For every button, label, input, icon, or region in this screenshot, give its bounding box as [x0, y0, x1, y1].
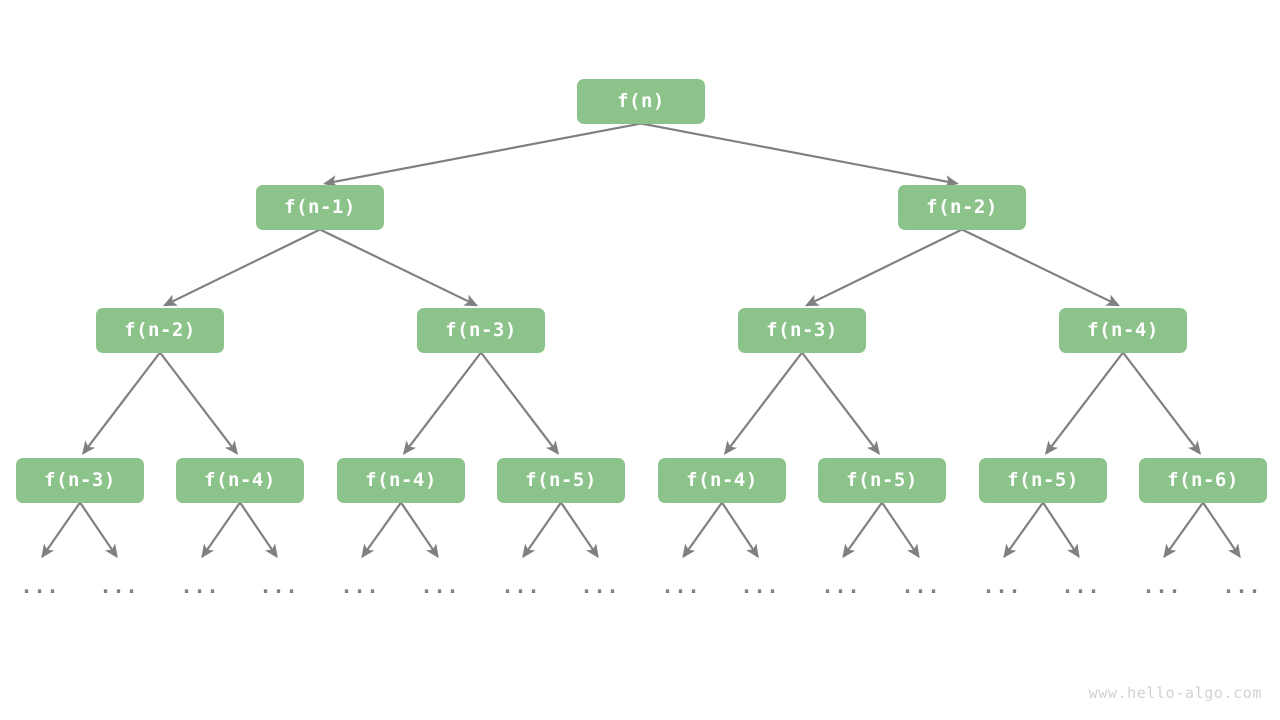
edge-arrow: [361, 501, 402, 559]
tree-node: f(n-4): [337, 457, 465, 503]
edge-arrow: [961, 228, 1121, 307]
ellipsis-marker: ...: [340, 574, 380, 598]
edge-arrow: [842, 501, 883, 559]
ellipsis-marker: ...: [501, 574, 541, 598]
ellipsis-marker: ...: [580, 574, 620, 598]
edge-arrow: [1202, 501, 1241, 559]
ellipsis-marker: ...: [259, 574, 299, 598]
ellipsis-marker: ...: [661, 574, 701, 598]
edge-arrow: [319, 228, 479, 307]
ellipsis-marker: ...: [180, 574, 220, 598]
edge-arrow: [323, 122, 642, 188]
tree-node: f(n-5): [818, 457, 946, 503]
watermark: www.hello-algo.com: [1088, 684, 1262, 702]
ellipsis-marker: ...: [1222, 574, 1262, 598]
edge-arrow: [41, 501, 81, 559]
edge-arrow: [1042, 501, 1080, 559]
edge-arrow: [162, 228, 321, 307]
edge-arrow: [522, 501, 562, 559]
edge-arrow: [881, 501, 920, 559]
edge-arrow: [1003, 501, 1044, 559]
tree-node: f(n): [577, 78, 705, 124]
edge-arrow: [804, 228, 963, 307]
edge-arrow: [402, 351, 482, 455]
ellipsis-marker: ...: [20, 574, 60, 598]
tree-node: f(n-6): [1139, 457, 1267, 503]
tree-node: f(n-4): [1059, 307, 1187, 353]
edge-arrow: [201, 501, 241, 559]
edge-arrow: [239, 501, 278, 559]
edge-arrow: [400, 501, 439, 559]
tree-node: f(n-5): [497, 457, 625, 503]
tree-node: f(n-3): [16, 457, 144, 503]
tree-node: f(n-3): [417, 307, 545, 353]
ellipsis-marker: ...: [420, 574, 460, 598]
ellipsis-marker: ...: [901, 574, 941, 598]
tree-node: f(n-1): [256, 184, 384, 230]
edge-arrow: [1122, 351, 1202, 455]
edge-arrow: [81, 351, 161, 455]
edge-arrow: [79, 501, 118, 559]
ellipsis-marker: ...: [1061, 574, 1101, 598]
edge-arrow: [640, 122, 959, 188]
tree-node: f(n-2): [96, 307, 224, 353]
edge-arrow: [560, 501, 599, 559]
edge-arrow: [723, 351, 803, 455]
ellipsis-marker: ...: [740, 574, 780, 598]
tree-node: f(n-4): [176, 457, 304, 503]
tree-node: f(n-4): [658, 457, 786, 503]
edge-arrow: [480, 351, 560, 455]
tree-node: f(n-2): [898, 184, 1026, 230]
tree-node: f(n-5): [979, 457, 1107, 503]
edge-arrow: [1044, 351, 1124, 455]
tree-edges: [81, 122, 1202, 455]
edge-arrow: [721, 501, 759, 559]
ellipsis-marker: ...: [1142, 574, 1182, 598]
ellipsis-marker: ...: [982, 574, 1022, 598]
edge-arrow: [682, 501, 723, 559]
edge-arrow: [801, 351, 881, 455]
tree-node: f(n-3): [738, 307, 866, 353]
edge-arrow: [1163, 501, 1204, 559]
leaf-edges: [41, 501, 1241, 559]
ellipsis-marker: ...: [821, 574, 861, 598]
edge-arrow: [159, 351, 239, 455]
ellipsis-marker: ...: [99, 574, 139, 598]
